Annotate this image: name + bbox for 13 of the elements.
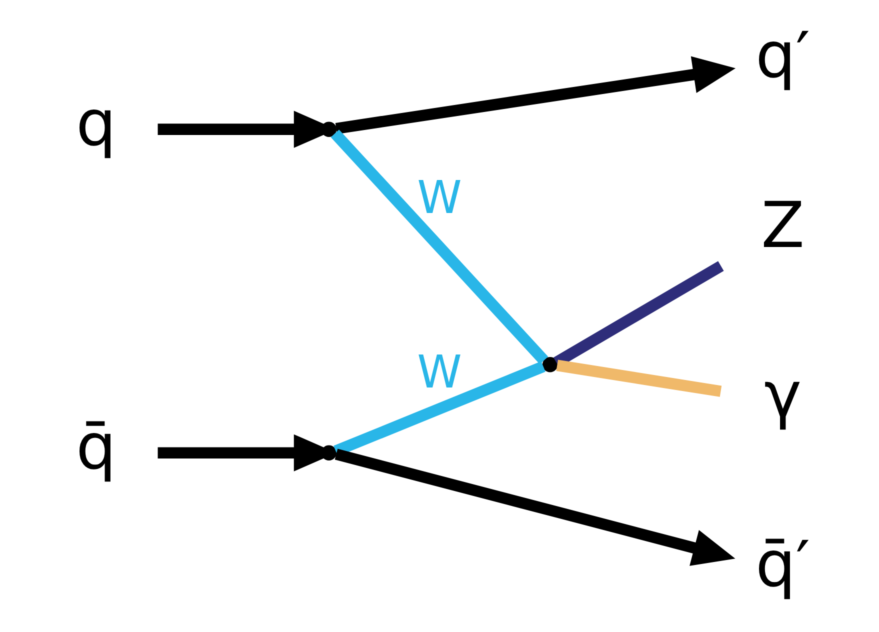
arrow xyxy=(334,448,736,566)
edge-label: W xyxy=(417,345,462,398)
edge-label: W xyxy=(417,171,462,224)
node-text: q xyxy=(76,86,116,160)
node-text: q′ xyxy=(756,18,810,92)
connector xyxy=(330,130,548,364)
node-text: q̄′ xyxy=(756,527,810,602)
node-text: q̄ xyxy=(76,409,116,484)
connector xyxy=(556,360,722,397)
arrow xyxy=(335,56,736,134)
node-text: γ xyxy=(764,357,802,432)
node-point xyxy=(542,357,558,372)
node-text: Z xyxy=(761,188,805,262)
